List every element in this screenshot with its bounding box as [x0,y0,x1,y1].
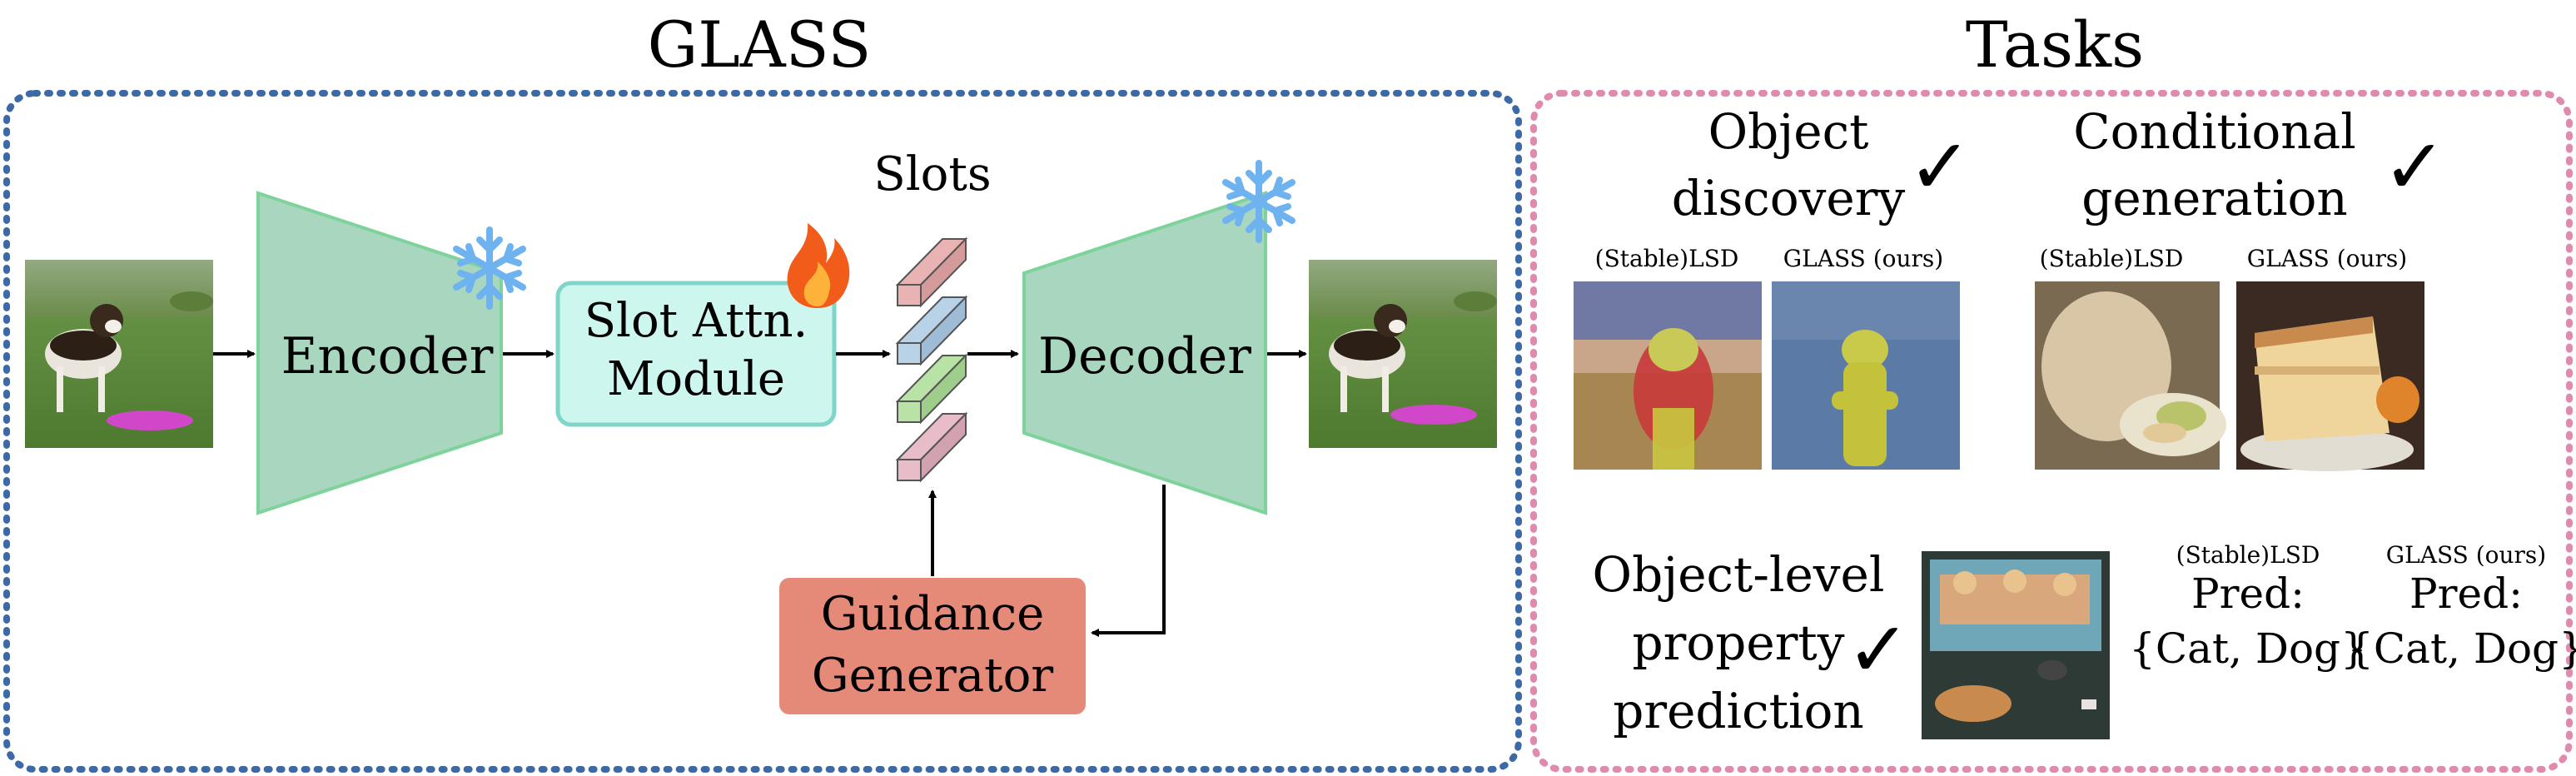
conditional-generation-caption-left: (Stable)LSD [2040,245,2184,272]
snowflake-icon [453,226,526,310]
slot-4 [895,411,968,483]
tasks-title: Tasks [1966,7,2144,82]
conditional-generation-check: ✓ [2382,122,2446,211]
object-discovery-image-glass [1772,281,1960,470]
glass-panel: GLASS Encoder [3,7,1522,773]
conditional-generation-image-lsd [2035,281,2226,470]
conditional-generation-caption-right: GLASS (ours) [2247,245,2407,272]
arrow-decoder-to-guidance [1091,485,1166,637]
guidance-generator [779,578,1086,714]
guidance-label-line1: Guidance [821,587,1045,641]
decoder-block [1022,191,1267,515]
tasks-border [1530,90,2573,773]
encoder-label: Encoder [281,327,494,386]
slot-1 [895,236,968,308]
snowflake-icon [1222,160,1295,243]
property-prediction-line2: property [1632,614,1844,671]
property-prediction-line3: prediction [1613,683,1863,739]
guidance-label-line2: Generator [812,649,1053,703]
object-discovery-caption-left: (Stable)LSD [1595,245,1739,272]
object-discovery-check: ✓ [1907,122,1972,211]
object-discovery-image-lsd [1574,281,1762,470]
pred-label-right: Pred: [2409,570,2523,618]
conditional-generation-line1: Conditional [2073,103,2356,160]
property-prediction-check: ✓ [1846,605,1910,694]
encoder-block [256,191,503,515]
output-image [1309,260,1497,448]
property-prediction-caption-left: (Stable)LSD [2176,541,2320,569]
input-image [25,260,213,448]
glass-title: GLASS [648,7,872,82]
object-discovery-line2: discovery [1672,170,1906,226]
glass-border [3,90,1522,773]
slot-attn-label-line1: Slot Attn. [584,294,808,348]
property-prediction-caption-right: GLASS (ours) [2386,541,2546,569]
property-prediction-line1: Object-level [1593,546,1885,603]
slot-attn-module [555,281,837,427]
property-prediction-image [1922,551,2110,739]
pred-value-right: {Cat, Dog} [2347,624,2576,673]
conditional-generation-line2: generation [2081,170,2348,226]
fire-icon [787,223,850,308]
object-discovery-line1: Object [1708,103,1869,160]
slot-attn-label-line2: Module [607,352,785,406]
object-discovery-caption-right: GLASS (ours) [1783,245,1943,272]
decoder-label: Decoder [1038,327,1251,386]
conditional-generation-image-glass [2236,281,2424,471]
pred-value-left: {Cat, Dog} [2129,624,2367,673]
slot-2 [895,295,968,366]
pred-label-left: Pred: [2191,570,2305,618]
slot-stack [895,236,968,483]
tasks-panel: Tasks Object discovery ✓ (Stable)LSD GLA… [1530,7,2576,773]
slots-label: Slots [873,147,991,201]
slot-3 [895,353,968,425]
